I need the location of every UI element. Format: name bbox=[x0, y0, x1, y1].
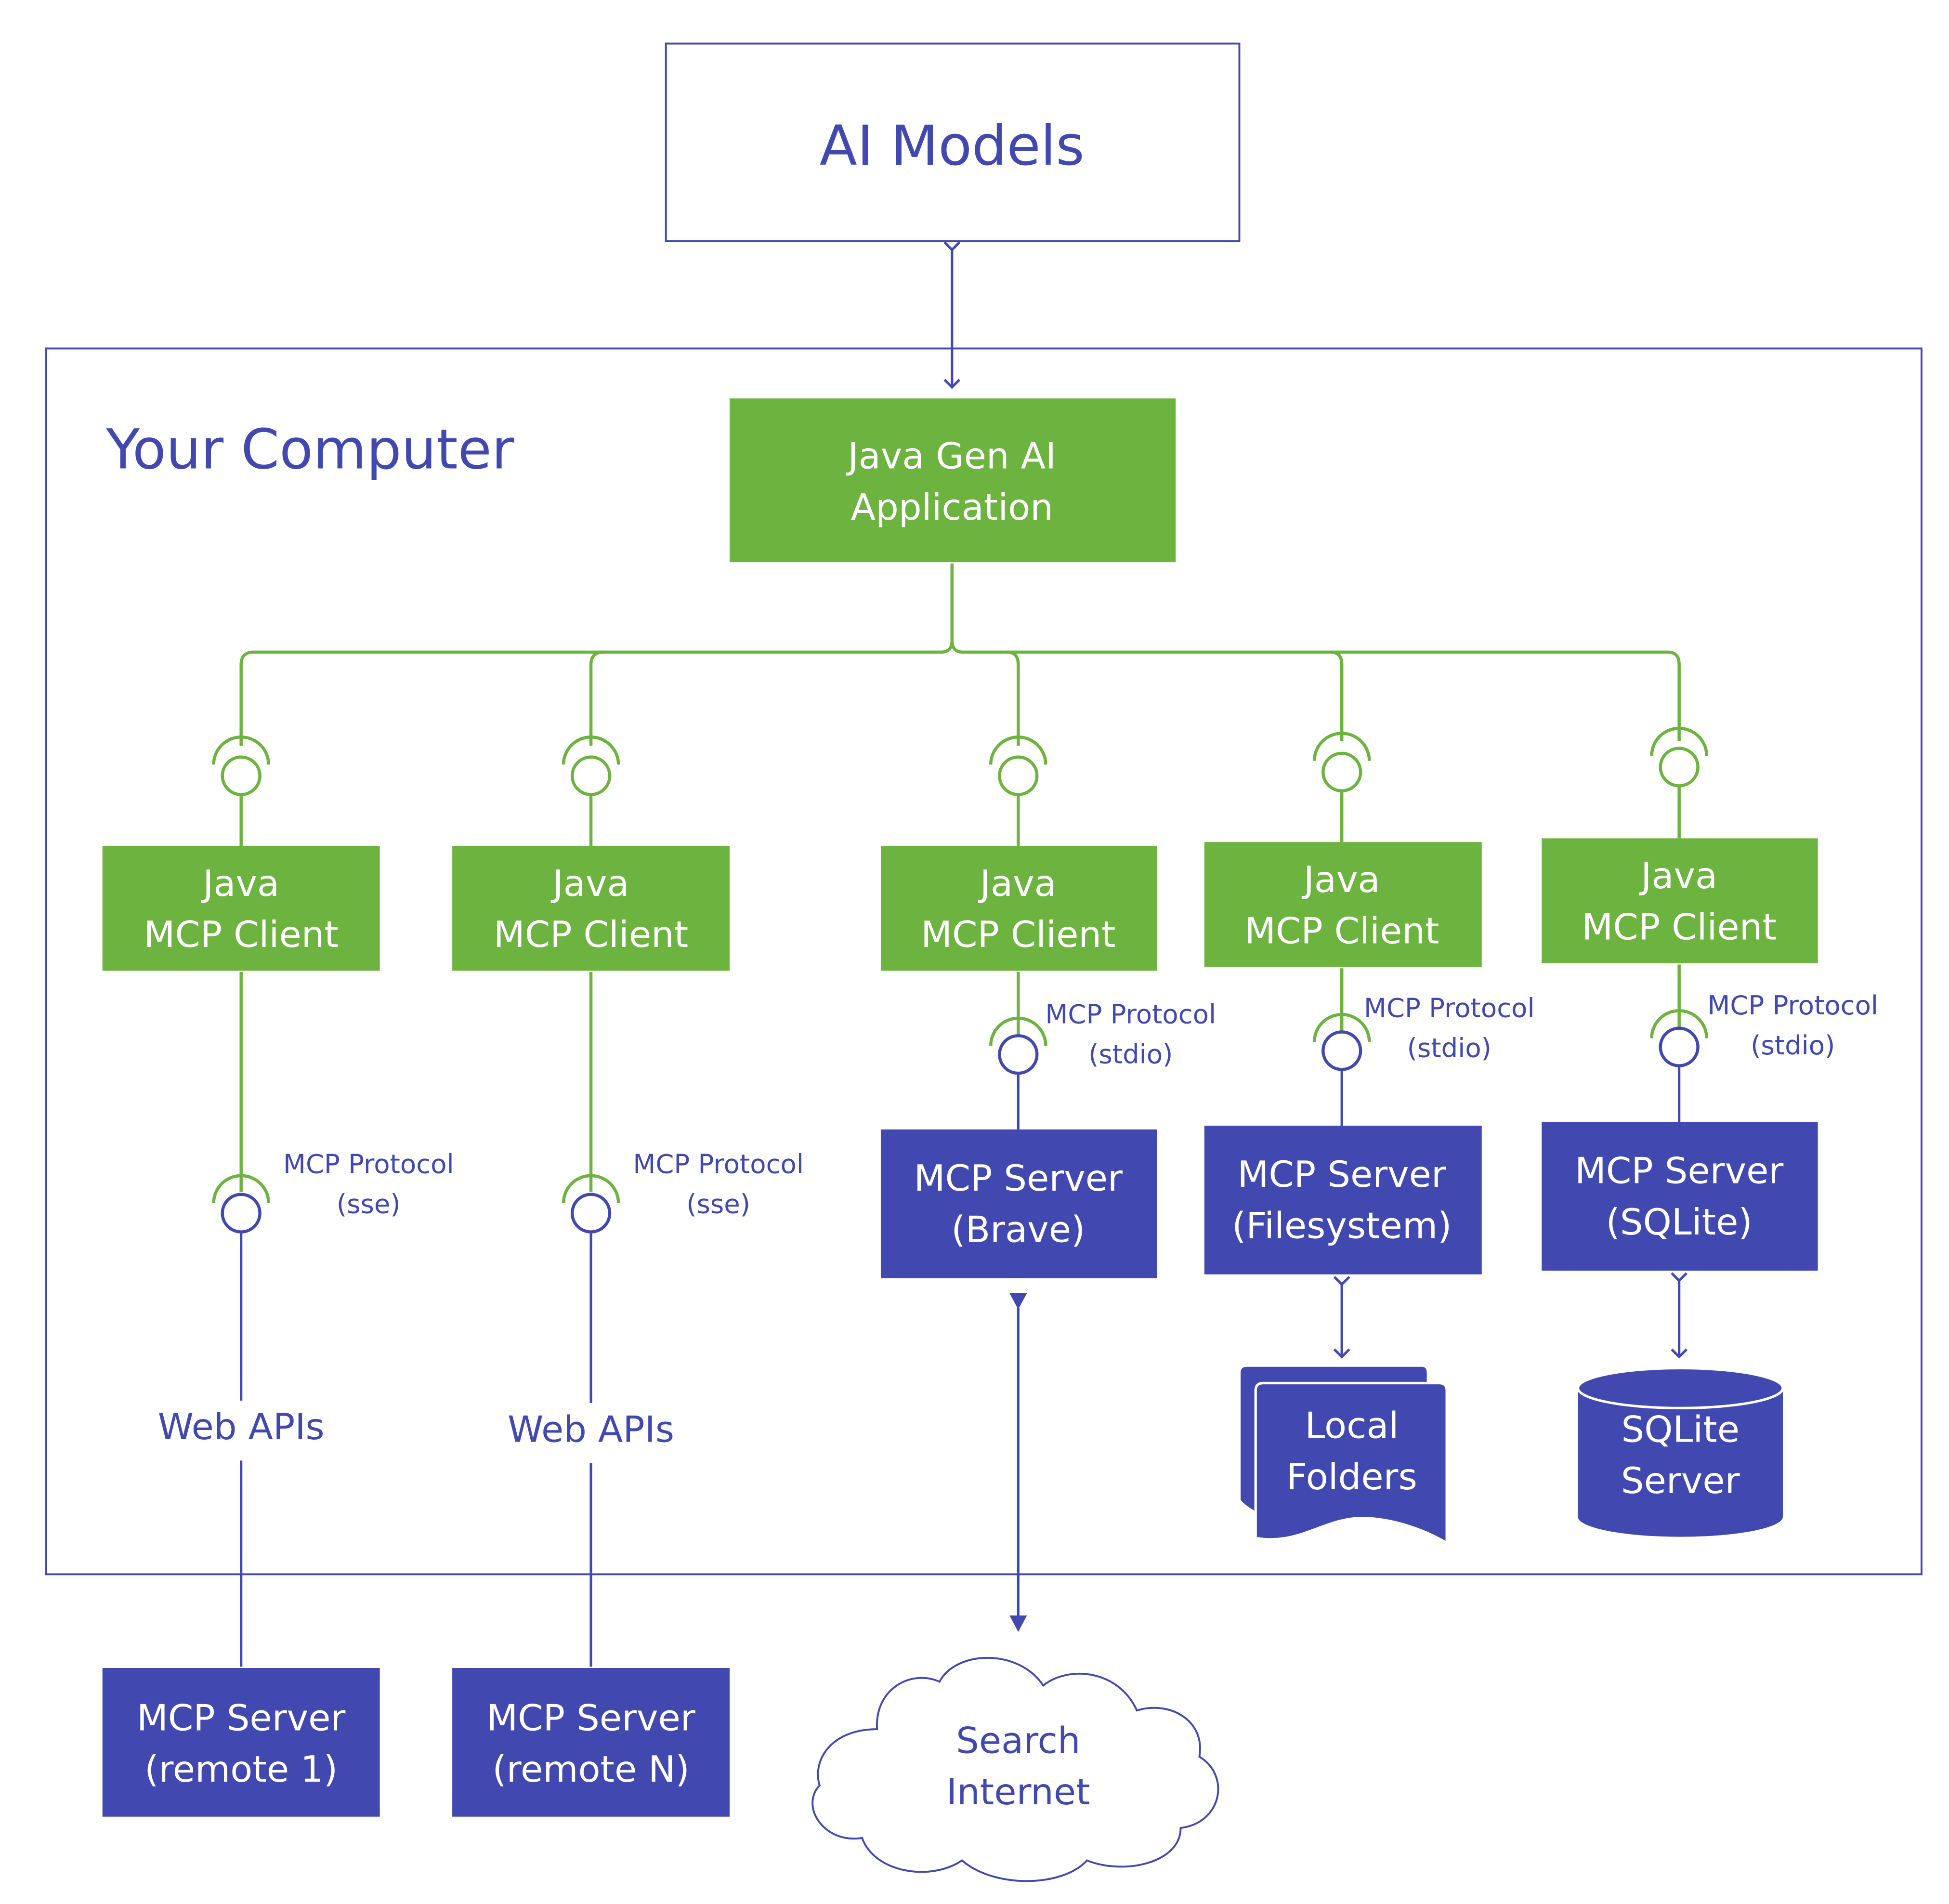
protocol-label: (sse) bbox=[686, 1189, 750, 1220]
protocol-label: (stdio) bbox=[1751, 1030, 1835, 1061]
protocol-socket-icon bbox=[1321, 1030, 1362, 1071]
protocol-socket-icon bbox=[998, 1034, 1039, 1075]
client-line1: Java bbox=[201, 862, 279, 905]
java-mcp-client-3: Java MCP Client bbox=[880, 845, 1157, 971]
mcp-server-sqlite: MCP Server (SQLite) bbox=[1542, 1122, 1818, 1271]
server-line1: MCP Server bbox=[486, 1697, 695, 1739]
db-line1: SQLite bbox=[1621, 1408, 1740, 1450]
server-line2: (remote 1) bbox=[144, 1748, 338, 1790]
protocol-socket-icon bbox=[221, 1193, 262, 1234]
protocol-label: MCP Protocol bbox=[1707, 990, 1878, 1021]
ai-models-box: AI Models bbox=[665, 42, 1241, 242]
cloud-line2: Internet bbox=[946, 1771, 1090, 1813]
socket-icon bbox=[1650, 726, 1708, 839]
server-line2: (Filesystem) bbox=[1232, 1205, 1452, 1247]
search-internet-cloud-icon: Search Internet bbox=[811, 1656, 1219, 1882]
protocol-label: (stdio) bbox=[1088, 1038, 1173, 1069]
protocol-label: (sse) bbox=[337, 1189, 401, 1220]
db-line2: Server bbox=[1621, 1459, 1740, 1502]
java-mcp-client-5: Java MCP Client bbox=[1542, 838, 1818, 963]
socket-icon bbox=[212, 735, 271, 846]
protocol-label: MCP Protocol bbox=[633, 1149, 804, 1180]
client-line1: Java bbox=[978, 862, 1057, 905]
mcp-server-remote-1: MCP Server (remote 1) bbox=[102, 1668, 380, 1817]
client-line1: Java bbox=[1302, 858, 1380, 901]
client-line2: MCP Client bbox=[144, 913, 338, 956]
client-line2: MCP Client bbox=[494, 913, 688, 956]
app-line2: Application bbox=[851, 486, 1053, 528]
protocol-label: (stdio) bbox=[1407, 1032, 1491, 1063]
app-line1: Java Gen AI bbox=[846, 435, 1057, 477]
client-line1: Java bbox=[1639, 854, 1717, 897]
your-computer-label: Your Computer bbox=[106, 418, 514, 482]
client-line2: MCP Client bbox=[1244, 909, 1439, 952]
sqlite-database-icon: SQLite Server bbox=[1576, 1366, 1784, 1537]
ai-models-label: AI Models bbox=[820, 114, 1085, 178]
socket-icon bbox=[562, 735, 620, 846]
server-line2: (SQLite) bbox=[1606, 1201, 1753, 1243]
protocol-links bbox=[212, 964, 1708, 1667]
server-line1: MCP Server bbox=[1575, 1149, 1783, 1192]
java-gen-ai-app: Java Gen AI Application bbox=[730, 398, 1176, 563]
client-line2: MCP Client bbox=[921, 913, 1115, 956]
java-mcp-client-2: Java MCP Client bbox=[452, 845, 730, 971]
socket-icon bbox=[1312, 732, 1371, 842]
server-line1: MCP Server bbox=[137, 1697, 345, 1739]
web-apis-label: Web APIs bbox=[158, 1405, 325, 1448]
protocol-label: MCP Protocol bbox=[1364, 992, 1535, 1023]
mcp-server-brave: MCP Server (Brave) bbox=[880, 1129, 1157, 1278]
socket-icon bbox=[989, 735, 1047, 846]
server-line2: (Brave) bbox=[951, 1208, 1085, 1250]
server-line1: MCP Server bbox=[1238, 1153, 1446, 1195]
cloud-line1: Search bbox=[956, 1719, 1080, 1761]
protocol-socket-icon bbox=[570, 1193, 612, 1234]
app-client-connectors bbox=[239, 563, 1681, 746]
local-folders-icon: Local Folders bbox=[1238, 1364, 1448, 1546]
web-apis-label: Web APIs bbox=[508, 1408, 674, 1450]
folders-line1: Local bbox=[1305, 1405, 1399, 1447]
java-mcp-client-4: Java MCP Client bbox=[1204, 842, 1482, 967]
mcp-server-filesystem: MCP Server (Filesystem) bbox=[1204, 1126, 1482, 1274]
your-computer-boundary bbox=[45, 347, 1923, 1576]
mcp-server-remote-n: MCP Server (remote N) bbox=[452, 1668, 730, 1817]
server-line2: (remote N) bbox=[492, 1748, 689, 1790]
client-line1: Java bbox=[551, 862, 629, 905]
folders-line2: Folders bbox=[1286, 1456, 1417, 1498]
protocol-socket-icon bbox=[1659, 1026, 1700, 1067]
protocol-labels: MCP Protocol (sse) MCP Protocol (sse) MC… bbox=[283, 990, 1878, 1219]
protocol-label: MCP Protocol bbox=[1045, 998, 1216, 1029]
client-line2: MCP Client bbox=[1582, 906, 1776, 948]
client-sockets bbox=[212, 726, 1708, 846]
java-mcp-client-1: Java MCP Client bbox=[102, 845, 380, 971]
server-line1: MCP Server bbox=[914, 1157, 1123, 1199]
protocol-label: MCP Protocol bbox=[283, 1149, 454, 1180]
